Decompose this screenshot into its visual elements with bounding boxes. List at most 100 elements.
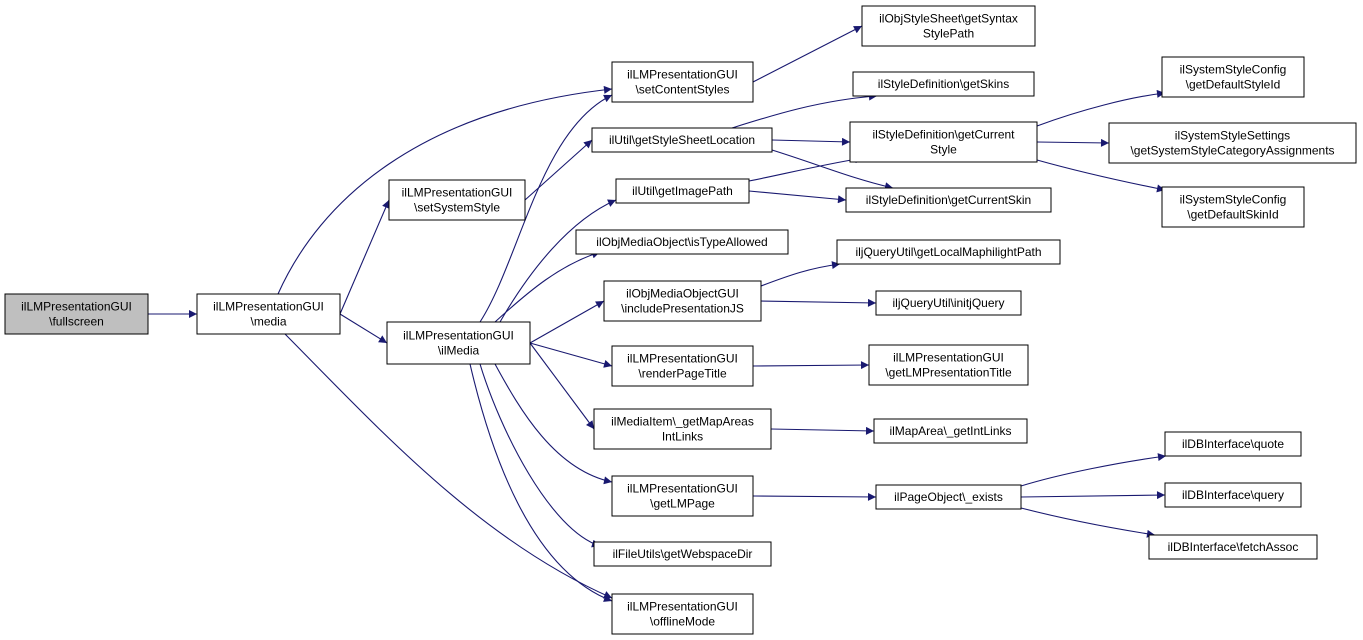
node-initjQuery[interactable]: iljQueryUtil\initjQuery (875, 290, 1022, 316)
node-isTypeAllowed[interactable]: ilObjMediaObject\isTypeAllowed (575, 229, 789, 255)
node-exists[interactable]: ilPageObject\_exists (875, 484, 1022, 510)
edge-setSystemStyle-to-getStyleSheetLocation (524, 139, 593, 201)
node-media[interactable]: ilLMPresentationGUI\media (196, 293, 341, 335)
node-label-line: ilSystemStyleSettings (1175, 129, 1290, 143)
node-label-line: ilDBInterface\query (1182, 488, 1284, 502)
edge-line (771, 149, 894, 191)
node-renderPageTitle[interactable]: ilLMPresentationGUI\renderPageTitle (611, 345, 754, 387)
node-getIntLinks[interactable]: ilMapArea\_getIntLinks (873, 418, 1028, 444)
node-box (1164, 431, 1302, 457)
edge-exists-to-fetchAssoc (1020, 507, 1156, 538)
node-box (603, 280, 762, 322)
node-getCurrentSkin[interactable]: ilStyleDefinition\getCurrentSkin (845, 187, 1052, 213)
edge-getMapAreasIntLinks-to-getIntLinks (770, 426, 875, 435)
edge-line (339, 199, 390, 315)
node-box (875, 484, 1022, 510)
node-label-line: ilLMPresentationGUI (627, 482, 738, 496)
node-label-line: iljQueryUtil\getLocalMaphilightPath (855, 245, 1041, 259)
node-label-line: \media (250, 315, 286, 329)
edge-line (494, 363, 613, 485)
edge-exists-to-quote (1020, 453, 1167, 487)
edge-line (479, 94, 613, 323)
node-label-line: ilLMPresentationGUI (403, 329, 514, 343)
node-getLMPage[interactable]: ilLMPresentationGUI\getLMPage (611, 475, 754, 517)
node-getLMPresentationTitle[interactable]: ilLMPresentationGUI\getLMPresentationTit… (868, 344, 1029, 386)
node-box (196, 293, 341, 335)
edge-line (731, 92, 878, 129)
edge-line (1020, 507, 1156, 538)
node-query[interactable]: ilDBInterface\query (1164, 482, 1302, 508)
node-getDefaultStyleId[interactable]: ilSystemStyleConfig\getDefaultStyleId (1161, 56, 1305, 98)
edge-line (277, 85, 613, 295)
node-fullscreen[interactable]: ilLMPresentationGUI\fullscreen (4, 293, 149, 335)
node-setContentStyles[interactable]: ilLMPresentationGUI\setContentStyles (611, 61, 754, 103)
node-getSkins[interactable]: ilStyleDefinition\getSkins (852, 71, 1035, 97)
node-getImagePath[interactable]: ilUtil\getImagePath (615, 178, 750, 204)
edge-media-to-setSystemStyle (339, 199, 390, 315)
node-label-line: ilLMPresentationGUI (213, 300, 324, 314)
edge-media-to-offlineMode (284, 333, 613, 599)
edge-line (529, 342, 613, 368)
node-quote[interactable]: ilDBInterface\quote (1164, 431, 1302, 457)
edge-ilMedia-to-offlineMode (469, 363, 613, 602)
edge-getLMPage-to-exists (752, 492, 877, 501)
node-box (611, 61, 754, 103)
node-label-line: ilStyleDefinition\getCurrent (872, 128, 1015, 142)
node-label-line: ilStyleDefinition\getSkins (878, 77, 1009, 91)
edge-getCurrentStyle-to-getSystemStyleCategoryAssignments (1036, 138, 1110, 147)
edge-line (1036, 138, 1110, 147)
node-label-line: IntLinks (662, 430, 703, 444)
node-getLocalMaphilightPath[interactable]: iljQueryUtil\getLocalMaphilightPath (836, 239, 1061, 265)
node-label-line: \includePresentationJS (621, 302, 744, 316)
node-includePresentationJS[interactable]: ilObjMediaObjectGUI\includePresentationJ… (603, 280, 762, 322)
edge-ilMedia-to-getLMPage (494, 363, 613, 485)
node-label-line: ilUtil\getStyleSheetLocation (609, 133, 755, 147)
node-label-line: \offlineMode (650, 615, 715, 629)
edge-line (529, 300, 605, 344)
node-offlineMode[interactable]: ilLMPresentationGUI\offlineMode (611, 593, 754, 635)
nodes-layer: ilLMPresentationGUI\fullscreen ilLMPresen… (4, 5, 1357, 635)
edges-layer (148, 25, 1167, 602)
edge-line (752, 361, 870, 370)
node-box (591, 127, 773, 153)
node-label-line: \getLMPresentationTitle (885, 366, 1012, 380)
node-label-line: ilLMPresentationGUI (893, 351, 1004, 365)
node-box (611, 345, 754, 387)
node-box (1108, 122, 1357, 164)
edge-line (770, 426, 875, 435)
node-setSystemStyle[interactable]: ilLMPresentationGUI\setSystemStyle (388, 179, 526, 221)
node-label-line: \setContentStyles (635, 83, 729, 97)
edge-exists-to-query (1020, 491, 1166, 500)
edge-ilMedia-to-getImagePath (499, 199, 617, 323)
edge-line (752, 492, 877, 501)
node-box (575, 229, 789, 255)
node-box (593, 408, 772, 450)
edge-line (479, 363, 601, 548)
node-getDefaultSkinId[interactable]: ilSystemStyleConfig\getDefaultSkinId (1161, 186, 1305, 228)
node-label-line: \ilMedia (438, 344, 480, 358)
edge-includePresentationJS-to-initjQuery (760, 298, 877, 307)
node-label-line: ilObjStyleSheet\getSyntax (879, 12, 1018, 26)
node-getSystemStyleCategoryAssignments[interactable]: ilSystemStyleSettings\getSystemStyleCate… (1108, 122, 1357, 164)
edge-getStyleSheetLocation-to-getCurrentStyle (771, 137, 851, 146)
node-box (1148, 534, 1318, 560)
node-label-line: ilObjMediaObject\isTypeAllowed (596, 235, 767, 249)
edge-setContentStyles-to-getSyntaxStylePath (752, 25, 863, 83)
node-box (836, 239, 1061, 265)
node-label-line: \setSystemStyle (414, 201, 500, 215)
node-fetchAssoc[interactable]: ilDBInterface\fetchAssoc (1148, 534, 1318, 560)
node-label-line: StylePath (923, 27, 974, 41)
node-getStyleSheetLocation[interactable]: ilUtil\getStyleSheetLocation (591, 127, 773, 153)
node-label-line: \getLMPage (650, 497, 715, 511)
node-ilMedia[interactable]: ilLMPresentationGUI\ilMedia (386, 321, 531, 365)
edge-line (529, 342, 595, 430)
edge-line (1036, 89, 1166, 127)
edge-ilMedia-to-getMapAreasIntLinks (529, 342, 595, 430)
edge-line (771, 137, 851, 146)
node-box (593, 541, 772, 567)
node-getWebspaceDir[interactable]: ilFileUtils\getWebspaceDir (593, 541, 772, 567)
